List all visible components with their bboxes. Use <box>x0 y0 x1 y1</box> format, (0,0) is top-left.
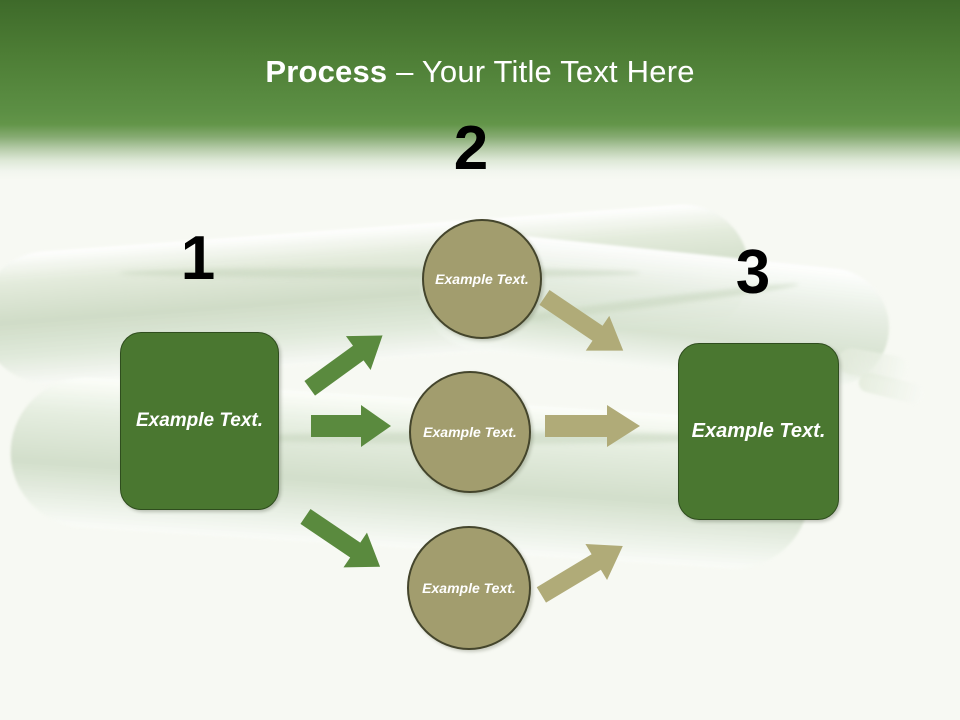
arrow-input-to-top <box>304 335 416 396</box>
arrow-middle-to-output <box>545 404 645 448</box>
header-gradient-band <box>0 0 960 180</box>
process-circle-top-label: Example Text. <box>435 270 529 287</box>
arrow-input-to-middle <box>311 404 397 448</box>
process-circle-bottom[interactable]: Example Text. <box>407 526 531 650</box>
step-number-2: 2 <box>453 114 489 183</box>
page-title-bold: Process <box>265 54 388 89</box>
process-output-box[interactable]: Example Text. <box>678 343 839 520</box>
process-input-box-label: Example Text. <box>135 410 264 432</box>
arrow-top-to-output <box>539 288 664 360</box>
process-circle-middle[interactable]: Example Text. <box>409 371 531 493</box>
cucumber-tip-upper <box>836 346 910 384</box>
process-circle-middle-label: Example Text. <box>423 423 517 440</box>
process-input-box[interactable]: Example Text. <box>120 332 279 510</box>
process-circle-top[interactable]: Example Text. <box>422 219 542 339</box>
step-number-1: 1 <box>180 224 216 293</box>
arrow-bottom-to-output <box>536 543 660 619</box>
page-title-rest: – Your Title Text Here <box>387 54 695 89</box>
step-number-3: 3 <box>735 238 771 307</box>
arrow-input-to-bottom <box>300 505 418 575</box>
process-circle-bottom-label: Example Text. <box>422 579 516 596</box>
process-output-box-label: Example Text. <box>691 420 826 443</box>
cucumber-tip-lower <box>856 370 926 406</box>
page-title: Process – Your Title Text Here <box>0 52 960 92</box>
